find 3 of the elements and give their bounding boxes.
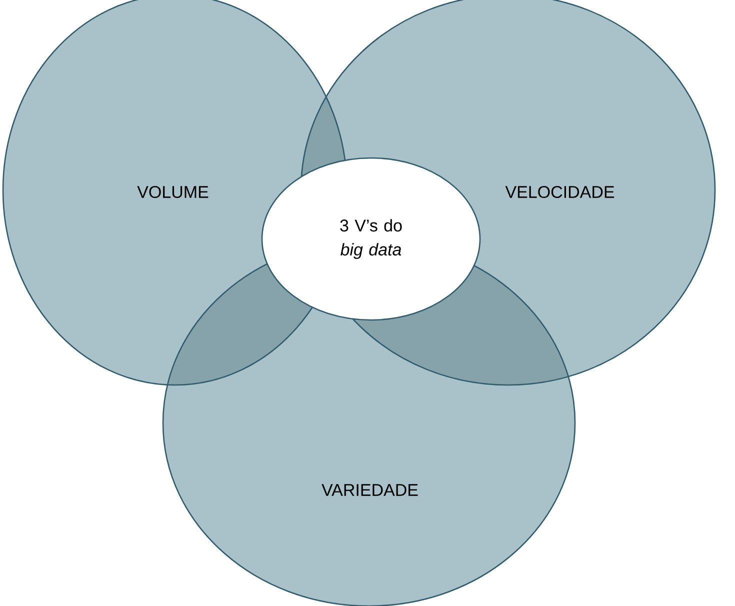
circle-label: VELOCIDADE [505,186,614,198]
circle-label: VOLUME [137,186,208,198]
circle-label: VARIEDADE [322,484,418,496]
